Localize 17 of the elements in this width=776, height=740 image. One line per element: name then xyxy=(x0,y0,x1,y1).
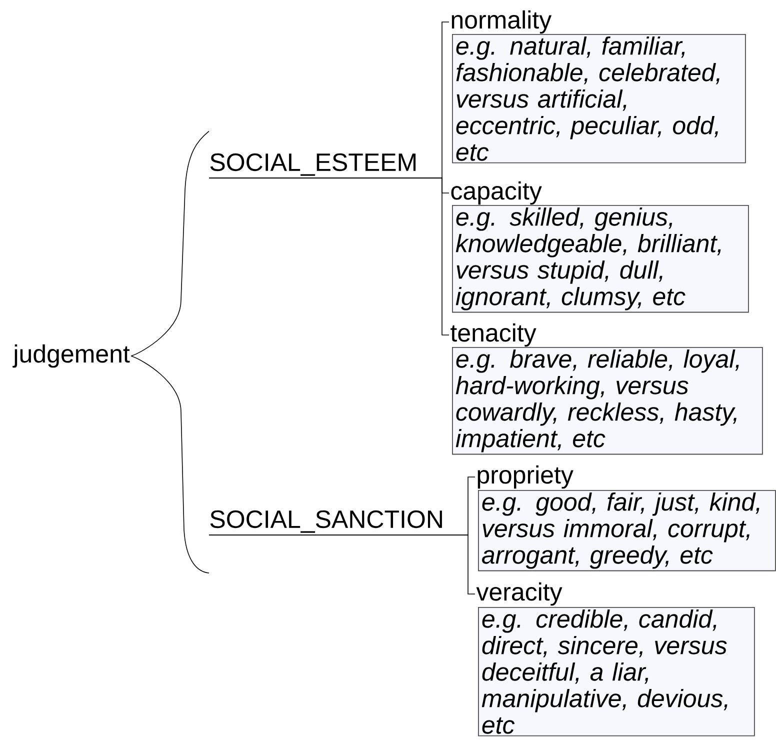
example-box: e.g. credible, candid, direct, sincere, versus deceitful, a liar, manipulative, devious, etc xyxy=(478,607,755,736)
subcategory-label: propriety xyxy=(478,465,574,489)
example-box: e.g. natural, familiar, fashionable, celebrated, versus artificial, eccentric, peculiar, odd, etc xyxy=(452,34,746,164)
subcategory-label: normality xyxy=(452,10,552,34)
subcategory-label: capacity xyxy=(451,181,542,205)
subcategory-label: tenacity xyxy=(450,323,536,347)
category-label: SOCIAL_ESTEEM xyxy=(210,153,416,176)
category-label: SOCIAL_SANCTION xyxy=(210,510,442,533)
example-box: e.g. skilled, genius, knowledgeable, brilliant, versus stupid, dull, ignorant, clumsy, etc xyxy=(452,205,749,313)
subcategory-label: veracity xyxy=(476,582,562,606)
bracket-line xyxy=(208,534,476,594)
root-label: judgement xyxy=(12,344,130,368)
brace-line xyxy=(130,356,210,574)
brace-line xyxy=(130,130,210,356)
example-box: e.g. brave, reliable, loyal, hard-working, versus cowardly, reckless, hasty, impatient, etc xyxy=(452,347,763,455)
bracket-line xyxy=(208,178,450,336)
example-box: e.g. good, fair, just, kind, versus immoral, corrupt, arrogant, greedy, etc xyxy=(478,490,776,572)
